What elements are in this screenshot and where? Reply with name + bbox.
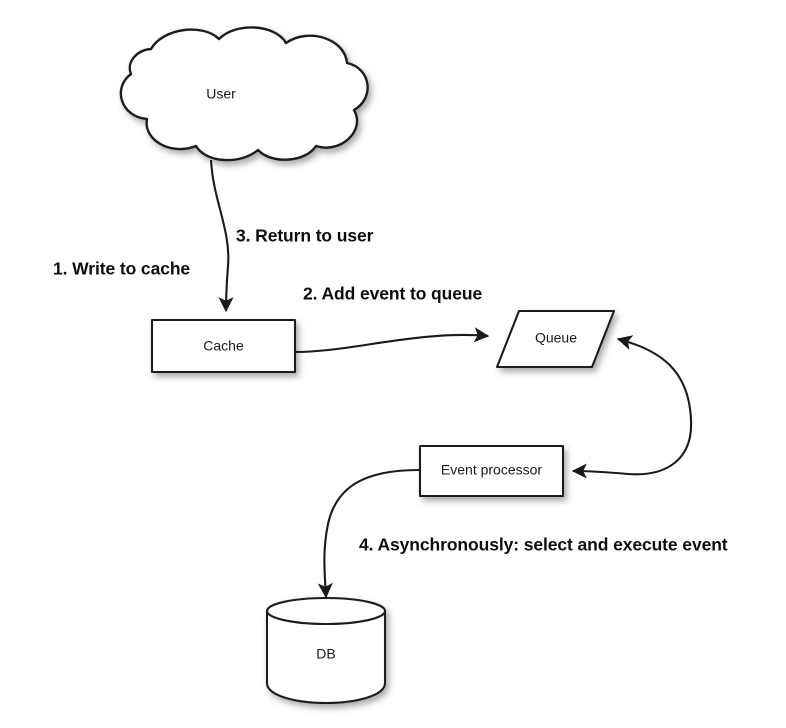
node-cache[interactable]: Cache xyxy=(150,318,297,374)
edge-user-to-cache xyxy=(209,159,234,313)
edge-event-processor-to-db xyxy=(317,468,420,599)
step-label-3: 3. Return to user xyxy=(236,226,374,246)
node-db[interactable]: DB xyxy=(265,596,387,705)
edge-cache-to-queue xyxy=(295,327,490,354)
step-label-4: 4. Asynchronously: select and execute ev… xyxy=(359,535,728,555)
node-db-label: DB xyxy=(316,646,335,662)
step-label-2: 2. Add event to queue xyxy=(303,284,482,304)
node-user-label: User xyxy=(206,86,236,102)
edge-queue-event-processor xyxy=(571,335,693,479)
node-event-processor-label: Event processor xyxy=(441,462,542,478)
node-queue-label: Queue xyxy=(535,330,577,346)
node-event-processor[interactable]: Event processor xyxy=(418,444,565,498)
node-queue[interactable]: Queue xyxy=(495,309,616,369)
node-cache-label: Cache xyxy=(203,338,244,354)
node-user[interactable]: User xyxy=(119,26,369,162)
step-label-1: 1. Write to cache xyxy=(53,259,190,279)
